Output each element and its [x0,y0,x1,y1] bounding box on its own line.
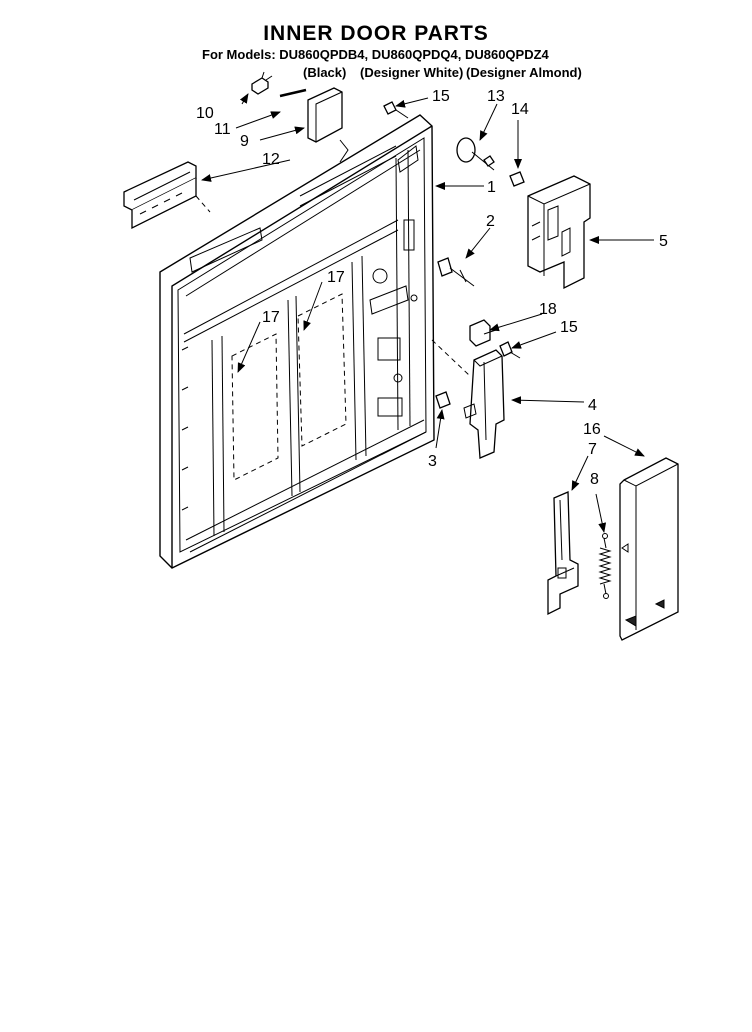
callout-numbers: 10 11 9 12 15 13 14 1 2 5 17 17 18 15 4 … [196,88,668,488]
callout-18: 18 [539,301,557,318]
callout-3: 3 [428,453,437,470]
callout-17-right: 17 [327,269,345,286]
vent-part-12 [123,161,211,230]
callout-8: 8 [590,471,599,488]
callout-15-top: 15 [432,88,450,105]
callout-12: 12 [262,151,280,168]
arm-part-7 [547,491,579,616]
part-2 [437,257,475,287]
callout-2: 2 [486,213,495,230]
callout-10: 10 [196,105,214,122]
part-3 [435,391,451,409]
color-black-label: (Black) [303,65,347,80]
callout-5: 5 [659,233,668,250]
latch-housing-part-5 [527,175,591,290]
callout-7: 7 [588,441,597,458]
callout-9: 9 [240,133,249,150]
callout-4: 4 [588,397,597,414]
color-white-label: (Designer White) [360,65,464,80]
inner-door-panel [159,114,435,569]
callout-1: 1 [487,179,496,196]
insulation-panels [231,293,347,481]
callout-14: 14 [511,101,529,118]
callout-16: 16 [583,421,601,438]
spring-part-8 [598,533,612,599]
callout-15-middle: 15 [560,319,578,336]
models-line: For Models: DU860QPDB4, DU860QPDQ4, DU86… [202,47,549,62]
latch-lever-part-4 [431,339,505,459]
color-almond-label: (Designer Almond) [466,65,582,80]
diagram-title: INNER DOOR PARTS [263,22,489,45]
part-9-11-10 [251,71,349,163]
leader-lines [201,93,654,533]
callout-11: 11 [214,121,231,138]
callout-17-left: 17 [262,309,280,326]
part-13-14-15 [383,101,525,187]
cover-part-16 [619,457,679,641]
callout-13: 13 [487,88,505,105]
part-18-15 [469,319,521,359]
